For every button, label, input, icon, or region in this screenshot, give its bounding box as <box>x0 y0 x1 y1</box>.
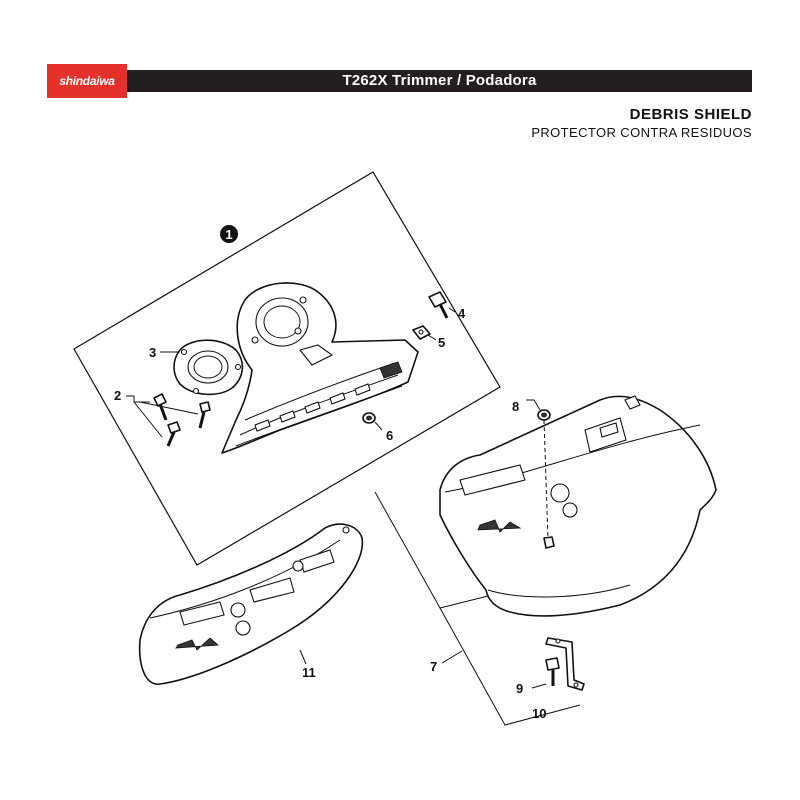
page-title: T262X Trimmer / Podadora <box>342 72 537 89</box>
assembly-7-bracket <box>374 491 581 726</box>
callout-2-leader <box>126 395 150 403</box>
callout-6: 6 <box>386 428 393 443</box>
assembly-1-frame <box>73 171 501 566</box>
callout-7: 7 <box>430 659 437 674</box>
debris-shield-part <box>221 282 419 454</box>
callout-1-marker <box>220 225 238 243</box>
bolt-part-4 <box>428 291 449 319</box>
bracket-part-10 <box>545 637 585 691</box>
callout-3: 3 <box>149 345 156 360</box>
nut-part-5 <box>412 325 431 340</box>
screw-part-2 <box>153 393 211 447</box>
plate-ring-part <box>173 339 244 396</box>
brand-logo: shindaiwa <box>47 64 127 98</box>
callout-8: 8 <box>512 399 519 414</box>
callout-5: 5 <box>438 335 445 350</box>
callout-10: 10 <box>532 706 546 721</box>
curved-guard-part <box>138 523 364 685</box>
section-subtitle: PROTECTOR CONTRA RESIDUOS <box>531 125 752 140</box>
bolt-part-9 <box>545 657 560 686</box>
section-title: DEBRIS SHIELD <box>629 106 752 123</box>
callout-11: 11 <box>302 665 316 680</box>
callout-2: 2 <box>114 388 121 403</box>
large-shield-part <box>439 395 717 617</box>
callout-9: 9 <box>516 681 523 696</box>
header-bar <box>47 70 752 92</box>
nut-part-8 <box>537 409 555 549</box>
callout-1: 1 <box>225 227 232 242</box>
callout-4: 4 <box>458 306 466 321</box>
nut-part-6 <box>362 412 376 424</box>
